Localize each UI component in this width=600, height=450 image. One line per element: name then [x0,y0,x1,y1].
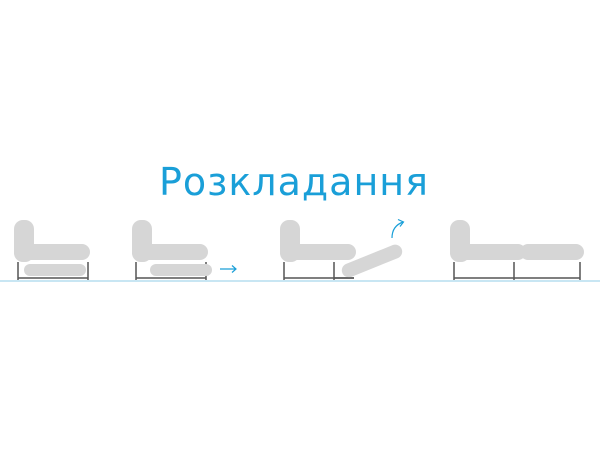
step-unfolded [450,220,584,280]
stored-cushion [24,264,86,276]
sofa-seat [280,244,356,260]
curved-up-arrow-icon [391,218,405,239]
extension-cushion [520,244,584,260]
sofa-seat [14,244,90,260]
sofa-seat [132,244,208,260]
page-title: Розкладання [158,160,429,204]
step-pull-out [132,220,237,280]
sofa-frame [453,262,581,280]
lifting-cushion [341,244,403,278]
sofa-seat [450,244,526,260]
step-lift [280,218,405,280]
pulled-cushion [150,264,212,276]
sofa-frame [17,262,89,280]
right-arrow-icon [220,265,237,273]
step-folded [14,220,90,280]
